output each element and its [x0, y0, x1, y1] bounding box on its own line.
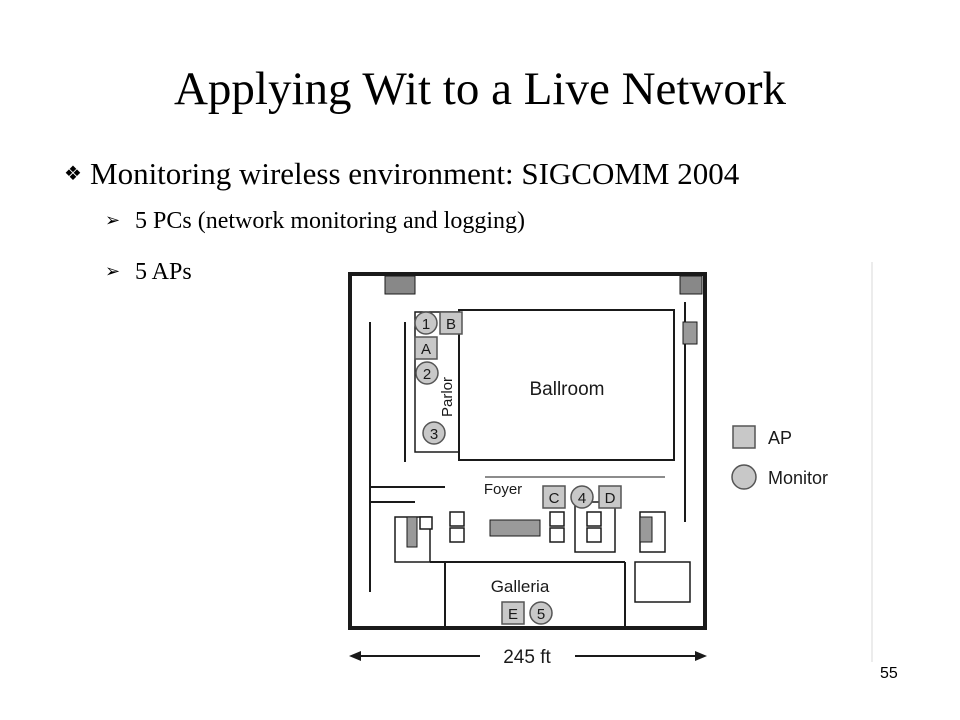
monitor-label: 4 — [578, 490, 586, 507]
monitor-marker: 4 — [570, 485, 594, 509]
scale-label: 245 ft — [503, 647, 551, 668]
ap-marker: C — [542, 485, 566, 509]
monitor-label: 2 — [423, 366, 431, 383]
page-number: 55 — [880, 665, 898, 682]
legend-monitor-swatch — [731, 464, 757, 490]
legend: AP Monitor — [731, 425, 828, 490]
scale-bar: 245 ft — [349, 647, 707, 668]
ap-marker: E — [501, 601, 525, 625]
slide-title: Applying Wit to a Live Network — [173, 63, 787, 115]
monitor-marker: 1 — [414, 311, 438, 335]
main-bullet-text: Monitoring wireless environment: SIGCOMM… — [90, 156, 740, 191]
main-bullet: ❖ Monitoring wireless environment: SIGCOM… — [64, 156, 739, 192]
sub-bullet-text: 5 PCs (network monitoring and logging) — [135, 208, 525, 234]
monitor-label: 5 — [537, 606, 545, 623]
monitor-marker: 2 — [415, 361, 439, 385]
ap-label: A — [421, 341, 431, 358]
monitor-marker: 5 — [529, 601, 553, 625]
ap-label: C — [549, 490, 560, 507]
ap-label: D — [605, 490, 616, 507]
ap-label: E — [508, 606, 518, 623]
monitor-markers: 1 2 3 4 5 — [414, 311, 594, 625]
arrow-bullet-icon: ➢ — [105, 261, 121, 281]
diamond-bullet-icon: ❖ — [64, 163, 82, 185]
legend-monitor-label: Monitor — [768, 468, 828, 488]
sub-bullet-aps: ➢ 5 APs — [105, 259, 192, 286]
monitor-label: 1 — [422, 316, 430, 333]
arrow-bullet-icon: ➢ — [105, 210, 121, 230]
stairs — [406, 321, 698, 548]
ap-marker: D — [598, 485, 622, 509]
foyer-label: Foyer — [484, 481, 522, 498]
ap-label: B — [446, 316, 456, 333]
ap-marker: B — [439, 311, 463, 335]
elevator-blocks — [419, 511, 602, 543]
parlor-label: Parlor — [439, 377, 456, 417]
ap-markers: B A C D E — [414, 311, 622, 625]
floor-plan-diagram: Ballroom Parlor Foyer Galleria B A C D E… — [348, 262, 873, 668]
monitor-label: 3 — [430, 426, 438, 443]
sub-bullet-text: 5 APs — [135, 259, 192, 285]
ap-marker: A — [414, 336, 438, 360]
galleria-label: Galleria — [491, 577, 550, 596]
ballroom-label: Ballroom — [530, 379, 605, 400]
legend-ap-swatch — [732, 425, 756, 449]
sub-bullet-pcs: ➢ 5 PCs (network monitoring and logging) — [105, 208, 525, 235]
monitor-marker: 3 — [422, 421, 446, 445]
legend-ap-label: AP — [768, 428, 792, 448]
building-walls — [348, 272, 707, 630]
